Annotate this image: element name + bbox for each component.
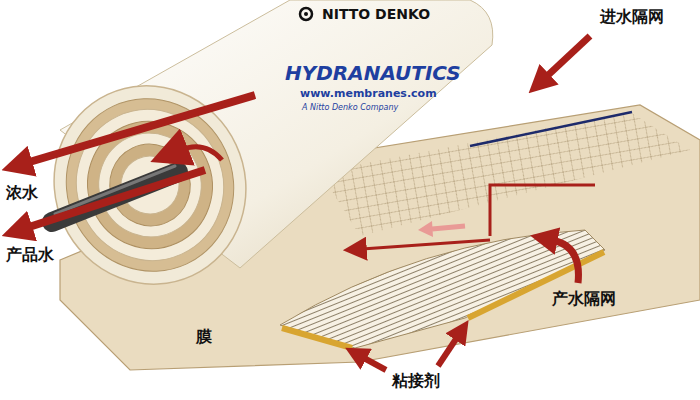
flow-arrow-head-faint — [418, 221, 433, 237]
spiral-layers — [22, 54, 279, 316]
illustration-part — [300, 8, 312, 20]
logo-mark — [300, 8, 312, 20]
flow-arrow-faint — [432, 226, 465, 229]
part-label: 进水隔网 — [600, 8, 664, 26]
glue-strip — [468, 252, 604, 318]
brand-logo: HYDRANAUTICS — [285, 62, 461, 85]
leader-arrow — [438, 336, 458, 366]
leader-arrow — [552, 240, 578, 283]
leader-arrow — [362, 357, 386, 370]
glue-strip — [282, 328, 352, 348]
part-label: 产水隔网 — [552, 290, 616, 308]
brand-tagline: A Nitto Denko Company — [302, 103, 398, 112]
flow-label: 浓水 — [6, 184, 38, 202]
flow-line — [490, 185, 595, 236]
inner-flow-arrow — [180, 147, 222, 160]
permeate-spacer — [280, 230, 605, 348]
leader-arrow — [545, 36, 590, 78]
product-arrow — [26, 170, 205, 228]
brand-name: NITTO DENKO — [322, 6, 430, 22]
illustration-part — [22, 54, 279, 316]
part-label: 膜 — [196, 328, 212, 346]
tube-highlight — [55, 166, 175, 214]
part-label: 粘接剂 — [392, 372, 440, 390]
brand-url: www.membranes.com — [300, 88, 437, 101]
illustration-part — [304, 12, 308, 16]
sheet-edge-line — [470, 112, 632, 146]
flow-arrow — [362, 240, 490, 249]
concentrate-arrow — [26, 95, 255, 163]
flow-label: 产品水 — [6, 246, 54, 264]
